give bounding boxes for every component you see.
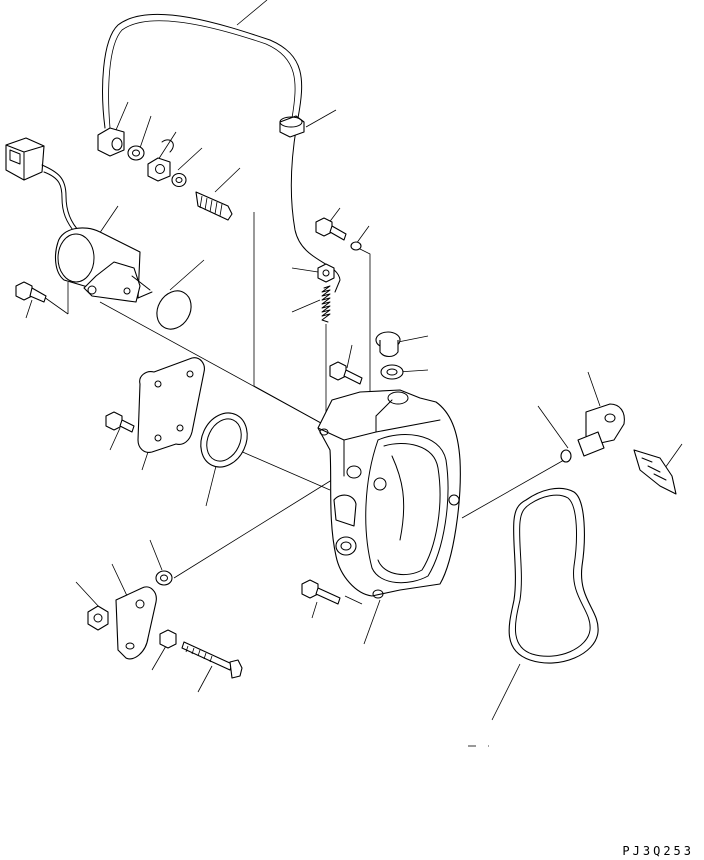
sensor-boot bbox=[633, 449, 677, 495]
housing-bolt-bottom bbox=[301, 579, 341, 605]
clamp-nut bbox=[147, 139, 174, 182]
plug bbox=[375, 331, 401, 358]
washer-lower bbox=[155, 570, 173, 586]
harness-clip bbox=[97, 127, 125, 157]
plug-washer bbox=[380, 364, 404, 380]
cover-bolt bbox=[105, 411, 135, 433]
spring bbox=[321, 285, 331, 323]
sensor-washer bbox=[560, 449, 572, 463]
housing-bolt-top bbox=[329, 361, 363, 385]
housing-gasket-inner bbox=[514, 494, 591, 657]
solenoid bbox=[54, 227, 153, 303]
drawing-code: PJ3Q253 bbox=[622, 844, 694, 858]
harness-bolt bbox=[315, 217, 347, 241]
wire-harness-inner bbox=[108, 20, 296, 129]
grommet bbox=[279, 115, 305, 138]
cover-plate bbox=[137, 357, 205, 453]
harness-washer bbox=[350, 241, 362, 251]
housing-gasket bbox=[508, 487, 599, 664]
long-bolt bbox=[181, 641, 243, 679]
o-ring bbox=[200, 412, 248, 468]
wire-harness bbox=[102, 13, 341, 293]
stud-fitting bbox=[195, 191, 233, 221]
harness-nut bbox=[317, 263, 335, 283]
solenoid-bolt bbox=[15, 281, 47, 303]
bracket bbox=[115, 586, 157, 660]
washer-b bbox=[171, 172, 187, 188]
oval-gasket bbox=[156, 290, 192, 330]
sensor-switch bbox=[577, 403, 625, 457]
bracket-nut bbox=[87, 605, 109, 631]
connector bbox=[5, 137, 81, 235]
water-pump-housing bbox=[317, 389, 461, 599]
washer-a bbox=[127, 145, 145, 161]
assembly-lines bbox=[43, 212, 565, 605]
bracket-spacer bbox=[159, 629, 177, 649]
